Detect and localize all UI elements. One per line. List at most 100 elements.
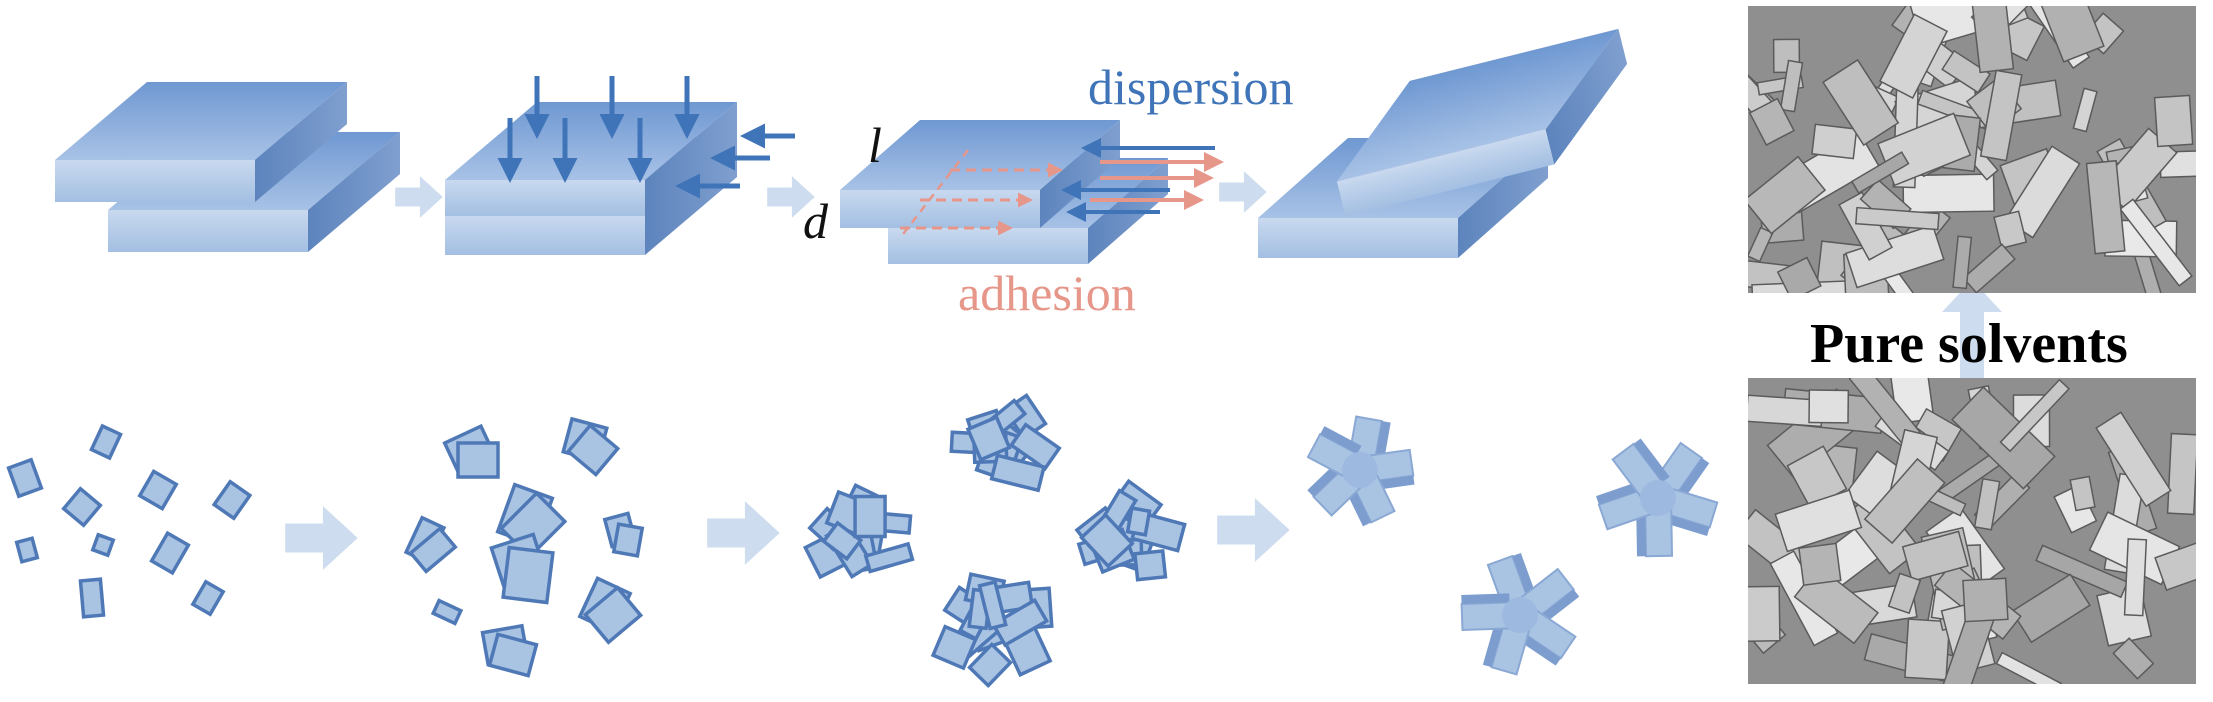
crystal bbox=[456, 441, 500, 479]
sem-crystal bbox=[1887, 572, 1922, 615]
sem-crystal bbox=[2035, 544, 2129, 599]
sem-crystal bbox=[1902, 173, 1995, 214]
cluster-crystal bbox=[853, 494, 887, 539]
cluster-crystal bbox=[1079, 512, 1135, 569]
star-aggregate bbox=[1460, 552, 1580, 676]
sem-crystal bbox=[1973, 477, 2001, 531]
aggregate-arm-side bbox=[1661, 513, 1710, 536]
right-arrow-icon bbox=[767, 176, 815, 218]
process-arrow bbox=[707, 501, 780, 565]
crystal-cluster bbox=[802, 482, 915, 580]
crystal bbox=[6, 457, 44, 499]
sem-crystal bbox=[1999, 378, 2071, 453]
sem-crystal bbox=[1885, 378, 1935, 425]
right-arrow-icon bbox=[707, 501, 780, 565]
cluster-crystal bbox=[965, 414, 1012, 462]
crystal bbox=[430, 598, 464, 626]
crystal bbox=[61, 486, 103, 528]
sem-crystal bbox=[1776, 256, 1822, 293]
crystal bbox=[611, 522, 645, 558]
sem-crystal bbox=[2095, 411, 2172, 508]
pure-solvents-label: Pure solvents bbox=[1810, 313, 2128, 375]
up-arrow-icon bbox=[1942, 280, 2002, 380]
sem-crystal bbox=[1850, 151, 1910, 195]
adhesion-guide-line bbox=[899, 149, 969, 239]
sem-crystal bbox=[1941, 49, 1992, 94]
plate-side-face bbox=[308, 132, 400, 252]
plate-front-face bbox=[1258, 218, 1458, 258]
cluster-crystal bbox=[1125, 506, 1152, 537]
sem-crystal bbox=[2119, 198, 2193, 287]
aggregate-arm-side bbox=[1320, 426, 1362, 454]
sem-crystal bbox=[1798, 542, 1842, 587]
sem-crystal bbox=[1774, 489, 1863, 553]
sem-crystal bbox=[1748, 97, 1795, 146]
plate-front-face bbox=[445, 215, 645, 255]
crystal bbox=[565, 422, 621, 478]
sem-crystal bbox=[1808, 389, 1850, 424]
crystal-cluster bbox=[930, 572, 1054, 689]
sem-crystal bbox=[2154, 541, 2196, 592]
cluster-crystal bbox=[989, 453, 1047, 493]
crystal bbox=[501, 545, 555, 605]
sem-crystal bbox=[1878, 13, 1949, 99]
sem-crystal bbox=[1779, 59, 1804, 113]
cluster-crystal bbox=[1008, 422, 1062, 472]
right-arrow-icon bbox=[1217, 498, 1290, 562]
sem-crystal bbox=[1811, 123, 1858, 160]
sem-crystal bbox=[2085, 159, 2126, 255]
crystal bbox=[90, 532, 116, 558]
process-arrow bbox=[285, 506, 358, 570]
right-arrow-icon bbox=[285, 506, 358, 570]
cluster-crystal bbox=[990, 597, 1050, 648]
plate-front-face bbox=[888, 228, 1088, 264]
sem-crystal bbox=[2123, 538, 2148, 617]
separated-plate-top bbox=[1336, 28, 1628, 217]
plate-side-face bbox=[255, 82, 347, 202]
crystal bbox=[582, 585, 644, 645]
process-arrow bbox=[1217, 498, 1290, 562]
aggregate-core bbox=[1502, 597, 1538, 633]
adhesion-label: adhesion bbox=[958, 265, 1136, 321]
crystal bbox=[487, 632, 539, 678]
cluster-crystal bbox=[1132, 548, 1168, 582]
aggregate-arm-side bbox=[1461, 593, 1510, 605]
sem-crystal bbox=[1822, 58, 1900, 147]
sem-crystal bbox=[1748, 226, 1774, 263]
up-arrow-shape bbox=[1942, 280, 2002, 380]
sem-crystal bbox=[2069, 475, 2096, 512]
aggregate-arm-side bbox=[1374, 421, 1391, 464]
sem-crystal bbox=[1844, 224, 1945, 289]
sem-crystal bbox=[1855, 206, 1940, 231]
right-arrow-icon bbox=[1219, 171, 1267, 213]
process-arrow bbox=[395, 176, 443, 218]
sem-crystal bbox=[1901, 530, 1969, 583]
crystal bbox=[408, 526, 458, 574]
cluster-crystal bbox=[863, 541, 915, 574]
sem-crystal bbox=[1748, 585, 1781, 643]
sem-crystal bbox=[2032, 6, 2105, 63]
plate-front-face bbox=[445, 180, 645, 216]
cluster-crystal bbox=[930, 624, 978, 671]
sem-crystal bbox=[1979, 69, 2023, 162]
plate-front-face bbox=[1336, 129, 1555, 217]
stacked-plate-top bbox=[55, 82, 347, 202]
aggregate-core bbox=[1342, 452, 1378, 488]
sem-crystal bbox=[1962, 577, 2009, 623]
aggregate-core bbox=[1640, 480, 1676, 516]
crystal bbox=[149, 530, 191, 576]
sem-crystal bbox=[1995, 651, 2063, 684]
crystal bbox=[137, 468, 179, 512]
distance-symbol-label: d bbox=[803, 193, 828, 249]
sem-crystal bbox=[1748, 155, 1827, 235]
aggregate-arm-side bbox=[1633, 438, 1670, 483]
length-symbol-label: l bbox=[868, 117, 882, 173]
process-arrow bbox=[767, 176, 815, 218]
sem-crystal bbox=[2072, 87, 2098, 133]
aggregate-arm-side bbox=[1482, 618, 1505, 668]
process-arrow bbox=[1219, 171, 1267, 213]
crystal bbox=[78, 577, 106, 619]
sem-crystal bbox=[1962, 243, 2016, 293]
